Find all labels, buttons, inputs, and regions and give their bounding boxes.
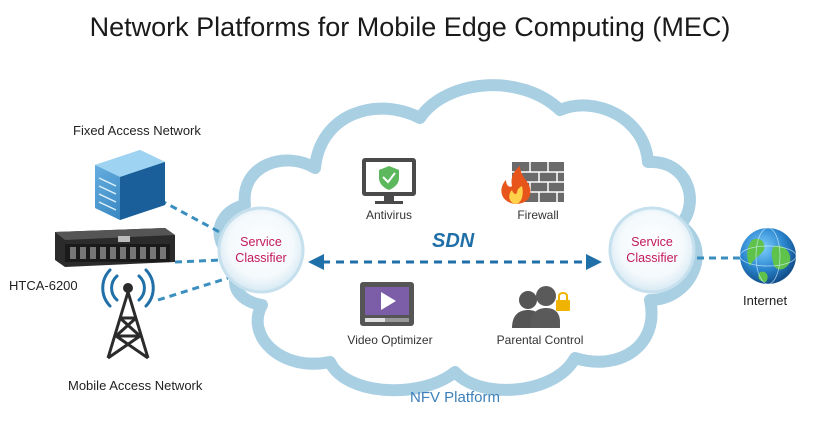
video-player-icon [360, 282, 414, 326]
nfv-platform-label: NFV Platform [410, 389, 501, 406]
service-classifier-right-label: Service Classifier [607, 234, 697, 266]
firewall-label: Firewall [517, 208, 559, 222]
antivirus-label: Antivirus [365, 208, 412, 222]
service-classifier-right [608, 206, 696, 294]
left-links [157, 198, 229, 302]
service-classifier-right-line1: Service [631, 235, 673, 249]
fixed-access-network-label: Fixed Access Network [73, 123, 201, 138]
parental-control-label: Parental Control [496, 333, 584, 347]
link-mobile-to-classifier [157, 276, 229, 302]
service-classifier-left-line2: Classifier [235, 251, 287, 265]
parental-control-icon [512, 286, 570, 328]
sdn-label: SDN [432, 230, 475, 252]
service-classifier-left-line1: Service [240, 235, 282, 249]
sdn-arrow [308, 254, 602, 270]
firewall-icon [501, 162, 564, 204]
link-fixed-to-classifier [159, 198, 226, 237]
htca-label: HTCA-6200 [9, 278, 78, 293]
globe-icon [739, 227, 797, 285]
rack-server-icon [55, 228, 175, 267]
page-title: Network Platforms for Mobile Edge Comput… [89, 12, 731, 42]
internet-label: Internet [743, 293, 788, 308]
service-classifier-right-line2: Classifier [626, 251, 678, 265]
cell-tower-icon [101, 268, 155, 360]
service-classifier-left [217, 206, 305, 294]
antivirus-monitor-icon [362, 158, 416, 204]
link-htca-to-classifier [174, 258, 223, 264]
service-classifier-left-label: Service Classifier [216, 234, 306, 266]
video-optimizer-label: Video Optimizer [347, 333, 433, 347]
server-building-icon [95, 150, 165, 220]
sdn-arrow-head-right [586, 254, 602, 270]
sdn-arrow-head-left [308, 254, 324, 270]
mobile-access-network-label: Mobile Access Network [68, 378, 203, 393]
